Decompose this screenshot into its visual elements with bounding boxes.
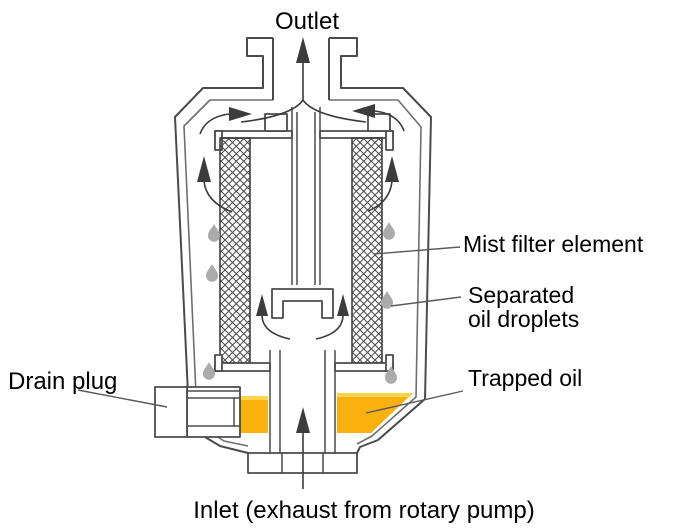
trapped-oil-label: Trapped oil	[468, 365, 582, 391]
trapped-oil	[240, 393, 413, 433]
separated-droplets-leader	[390, 296, 462, 307]
drain-housing	[186, 386, 241, 438]
inner-right-flow-arrow-icon	[315, 294, 349, 340]
inlet-pipe	[269, 350, 336, 453]
bottom-plate-left	[214, 362, 271, 372]
mist-filter-element-right	[351, 137, 383, 364]
spacer-block-left	[264, 113, 288, 132]
vessel-outer-left	[174, 37, 273, 395]
leader-lines	[77, 246, 464, 414]
bottom-plate-right	[334, 362, 394, 372]
drain-plug-leader	[77, 389, 168, 408]
inlet-label: Inlet (exhaust from rotary pump)	[193, 497, 534, 524]
separated-oil-droplets-label-line2: oil droplets	[468, 306, 579, 332]
inner-left-flow-arrow-icon	[256, 294, 291, 340]
droplet-icon	[208, 224, 220, 242]
vessel-inner-left	[183, 99, 273, 395]
drain-plug-cap	[154, 386, 188, 438]
top-right-flow-arrow-icon	[352, 104, 405, 132]
vessel-inner-right	[329, 99, 422, 445]
deflector-cap	[271, 288, 334, 319]
oil-pool-left	[240, 396, 268, 433]
outlet-flow-arrow-icon	[240, 37, 367, 123]
outlet-pipe-walls	[272, 38, 330, 100]
mist-filter-element-left	[219, 137, 251, 364]
vessel-shell	[174, 37, 432, 454]
left-up-flow-arrow-icon	[197, 156, 233, 213]
inlet-flow-arrow-icon	[296, 407, 310, 489]
spacer-block-right	[367, 113, 391, 132]
mist-filter-leader	[373, 246, 461, 255]
mist-filter-element-label: Mist filter element	[463, 231, 644, 257]
vessel-outer-right	[329, 37, 432, 454]
separated-oil-droplets-label-line1: Separated	[468, 282, 574, 308]
top-plate-left	[214, 130, 293, 139]
flow-arrows	[197, 37, 405, 489]
labels: Outlet Inlet (exhaust from rotary pump) …	[8, 8, 644, 524]
trapped-oil-leader	[365, 390, 464, 414]
outlet-label: Outlet	[275, 8, 339, 35]
top-plate-lip-right	[385, 130, 394, 151]
bottom-plate-lip-left	[214, 354, 223, 372]
oil-pool-right	[337, 393, 413, 433]
droplet-icon	[383, 222, 395, 240]
top-left-flow-arrow-icon	[199, 107, 252, 135]
drain-plug-label: Drain plug	[8, 368, 117, 395]
inlet-flange-bore	[281, 453, 324, 473]
droplet-icon	[206, 264, 218, 282]
drain-plug	[154, 386, 241, 438]
filter-internals	[214, 107, 394, 474]
drain-housing-detail	[187, 390, 240, 427]
right-up-flow-arrow-icon	[367, 156, 399, 212]
oil-surface-right	[337, 393, 411, 397]
oil-surface-left	[240, 396, 268, 400]
center-pipe	[291, 107, 321, 285]
top-plate-right	[319, 130, 394, 139]
droplet-icon	[203, 362, 215, 380]
